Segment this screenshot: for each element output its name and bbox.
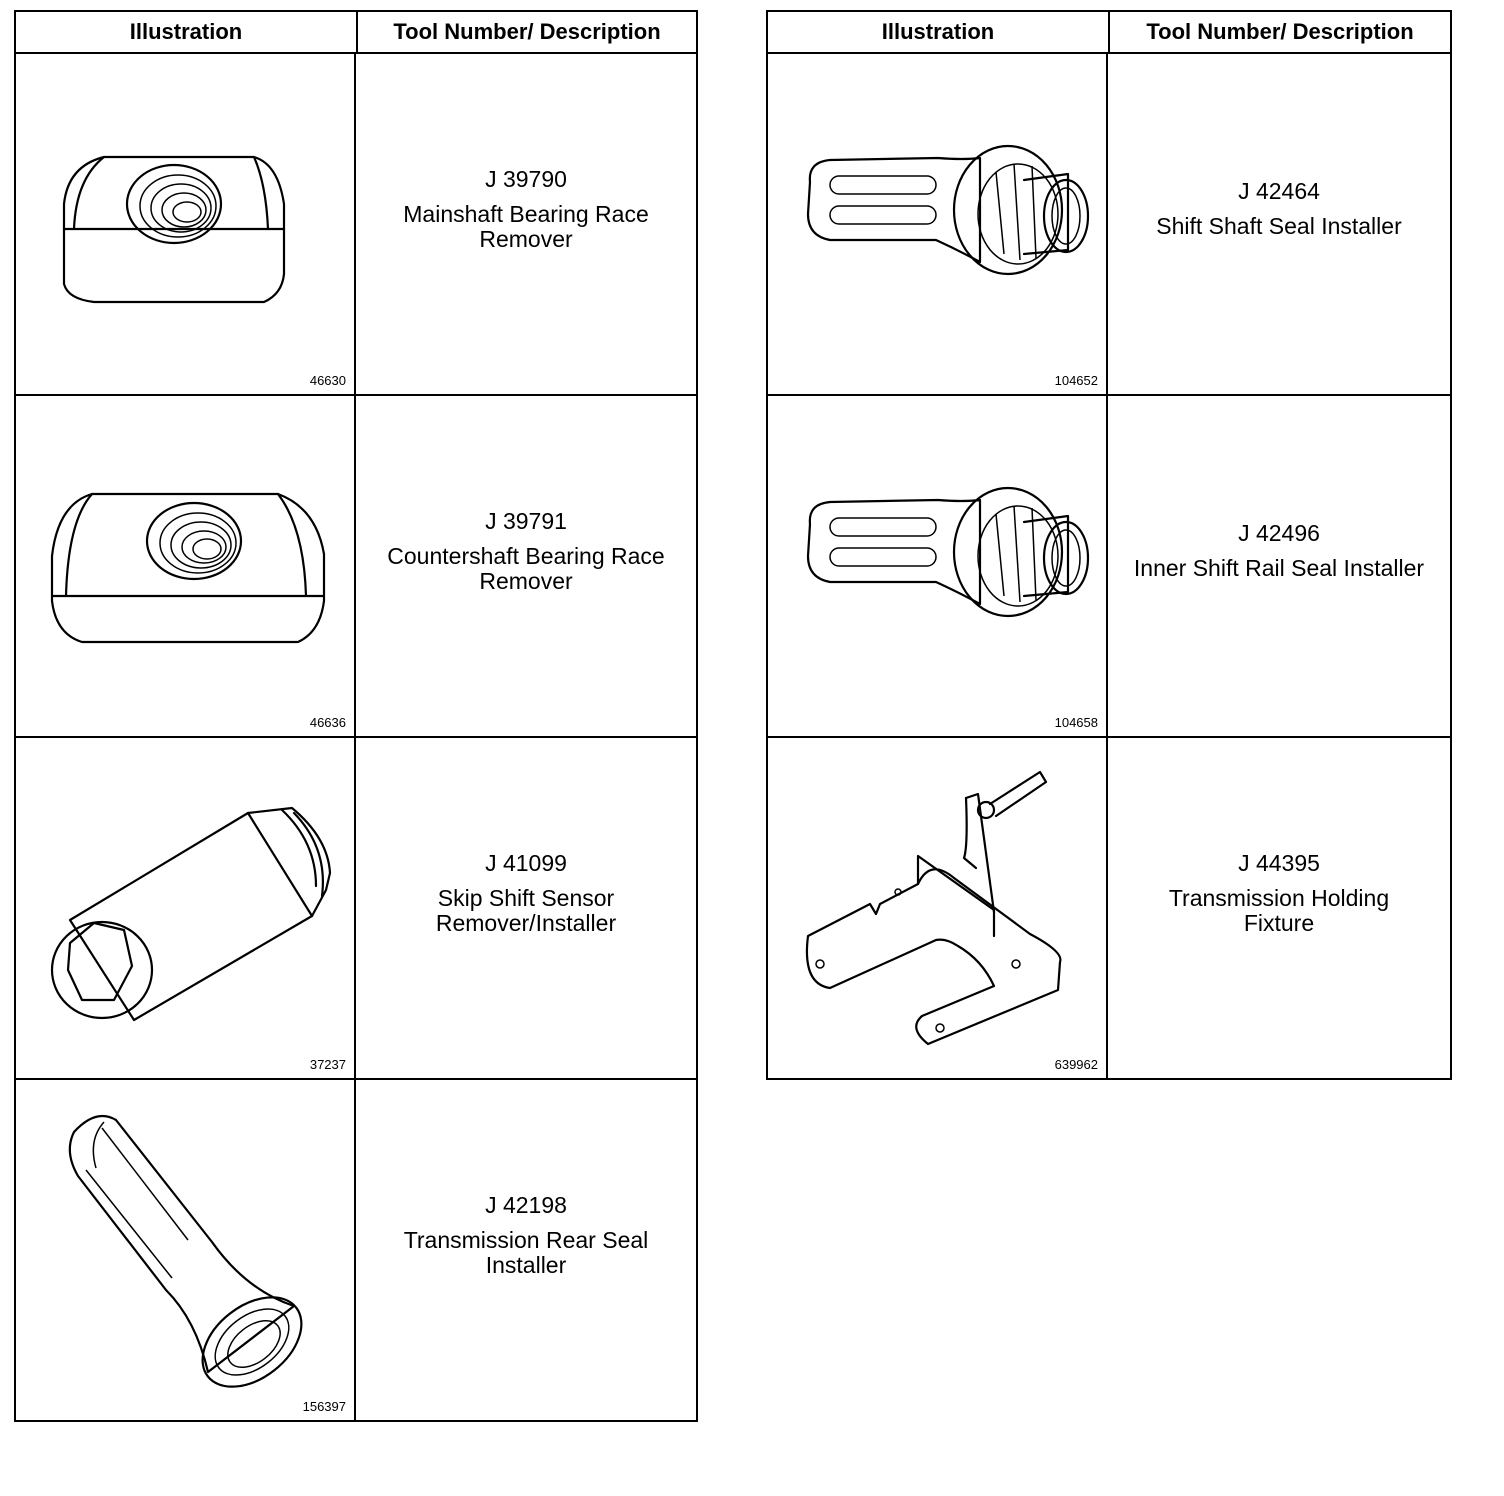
figure-number: 104658 [1054, 715, 1098, 730]
tool-description: Transmission Rear Seal Installer [403, 1226, 649, 1278]
threaded-block-icon [50, 492, 326, 644]
tool-description-cell: J 41099 Skip Shift Sensor Remover/Instal… [356, 708, 696, 1078]
illustration-cell: 104658 [768, 396, 1108, 736]
seal-installer-icon [68, 1114, 303, 1388]
tool-description: Countershaft Bearing Race Remover [387, 542, 665, 594]
figure-number: 639962 [1054, 1057, 1098, 1072]
table-row: 46636 J 39791 Countershaft Bearing Race … [16, 396, 696, 738]
hex-socket-icon [50, 806, 332, 1022]
table-row: 37237 J 41099 Skip Shift Sensor Remover/… [16, 738, 696, 1080]
illustration-cell: 46636 [16, 396, 356, 736]
table-row: 104658 J 42496 Inner Shift Rail Seal Ins… [768, 396, 1450, 738]
tool-number: J 42496 [1238, 520, 1320, 546]
tool-number: J 44395 [1238, 849, 1320, 876]
figure-number: 37237 [309, 1057, 346, 1072]
tool-description: Skip Shift Sensor Remover/Installer [435, 884, 617, 936]
tool-description-cell: J 39790 Mainshaft Bearing Race Remover [356, 24, 696, 394]
figure-number: 46636 [309, 715, 346, 730]
threaded-block-icon [62, 155, 286, 304]
tool-table-left: Illustration Tool Number/ Description 46… [14, 10, 698, 1422]
figure-number: 104652 [1054, 373, 1098, 388]
tool-description-cell: J 42464 Shift Shaft Seal Installer [1108, 24, 1450, 394]
tool-description: Inner Shift Rail Seal Installer [1133, 555, 1425, 581]
holding-fixture-icon [805, 770, 1062, 1046]
illustration-cell: 46630 [16, 54, 356, 394]
table-row: 46630 J 39790 Mainshaft Bearing Race Rem… [16, 54, 696, 396]
tool-description-cell: J 42496 Inner Shift Rail Seal Installer [1108, 366, 1450, 736]
tool-description: Transmission Holding Fixture [1168, 884, 1390, 936]
figure-number: 46630 [309, 373, 346, 388]
illustration-cell: 639962 [768, 738, 1108, 1078]
table-header: Illustration Tool Number/ Description [768, 12, 1450, 54]
illustration-cell: 104652 [768, 54, 1108, 394]
tool-description-cell: J 44395 Transmission Holding Fixture [1108, 708, 1450, 1078]
seal-installer-handle-icon [806, 144, 1090, 276]
illustration-cell: 156397 [16, 1080, 356, 1420]
tool-number: J 39791 [485, 507, 567, 534]
tool-table-right: Illustration Tool Number/ Description 10… [766, 10, 1452, 1080]
header-illustration: Illustration [768, 12, 1110, 52]
figure-number: 156397 [302, 1399, 346, 1414]
tool-number: J 42198 [485, 1191, 567, 1218]
table-row: 104652 J 42464 Shift Shaft Seal Installe… [768, 54, 1450, 396]
tool-description-cell: J 39791 Countershaft Bearing Race Remove… [356, 366, 696, 736]
seal-installer-handle-icon [806, 486, 1090, 618]
header-tool-number: Tool Number/ Description [393, 19, 661, 44]
tool-description: Mainshaft Bearing Race Remover [403, 200, 649, 252]
tool-number: J 42464 [1238, 178, 1320, 204]
tool-number: J 41099 [485, 849, 567, 876]
table-header: Illustration Tool Number/ Description [16, 12, 696, 54]
illustration-cell: 37237 [16, 738, 356, 1078]
table-row: 639962 J 44395 Transmission Holding Fixt… [768, 738, 1450, 1078]
tool-description: Shift Shaft Seal Installer [1156, 213, 1402, 239]
header-illustration: Illustration [16, 12, 358, 52]
tool-description-cell: J 42198 Transmission Rear Seal Installer [356, 1050, 696, 1420]
header-tool-number: Tool Number/ Description [1146, 19, 1414, 44]
tool-number: J 39790 [485, 165, 567, 192]
table-row: 156397 J 42198 Transmission Rear Seal In… [16, 1080, 696, 1420]
